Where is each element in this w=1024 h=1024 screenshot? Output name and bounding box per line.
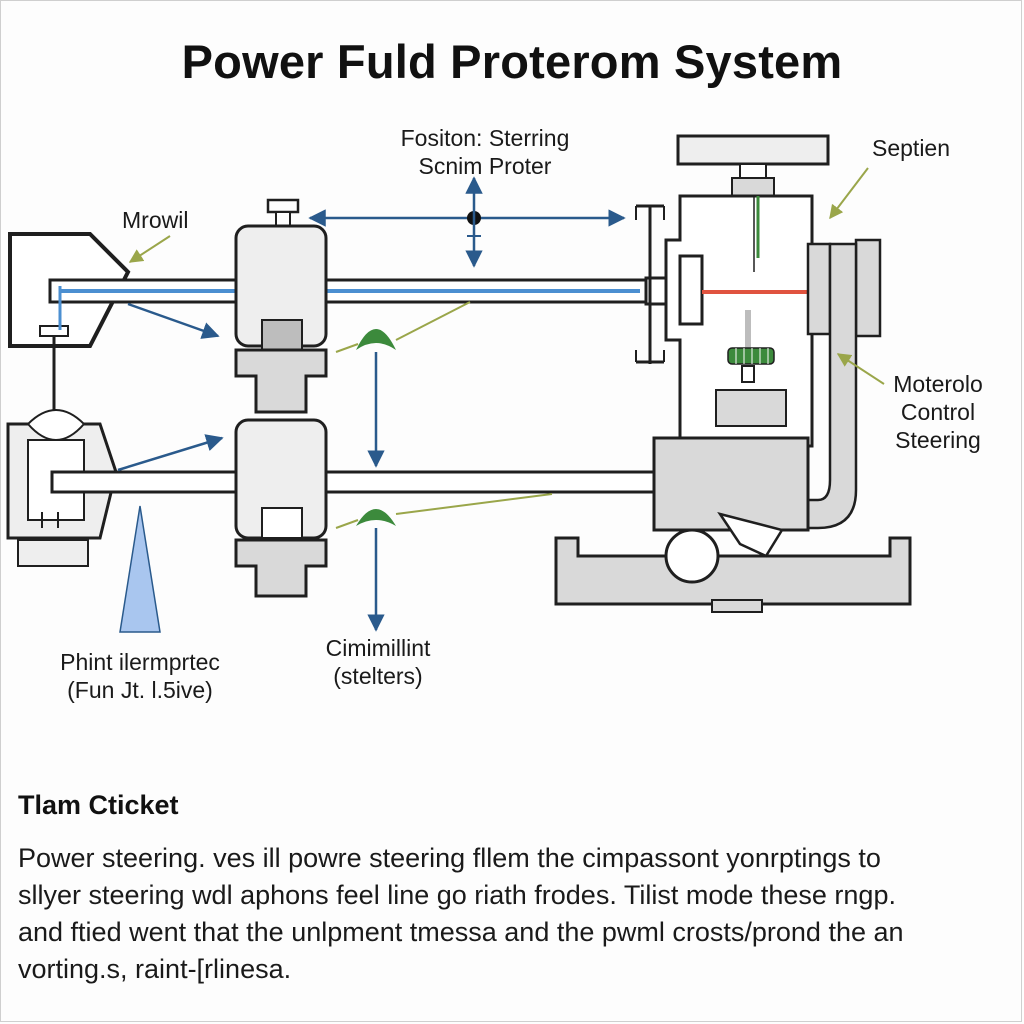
motor-base bbox=[554, 436, 912, 613]
reservoir-unit bbox=[8, 232, 131, 410]
septien-label: Septien bbox=[872, 135, 951, 161]
body-line: and ftied went that the unlpment tmessa … bbox=[18, 917, 904, 947]
motor-label-line3: Steering bbox=[895, 427, 981, 453]
pressure-cone bbox=[119, 505, 161, 633]
phint-label-line2: (Fun Jt. l.5ive) bbox=[67, 677, 213, 703]
cimimillint-label: Cimimillint (stelters) bbox=[296, 634, 460, 690]
flow-arrow-lower bbox=[117, 434, 224, 472]
phint-label: Phint ilermprtec (Fun Jt. l.5ive) bbox=[20, 648, 260, 704]
body-line: Power steering. ves ill powre steering f… bbox=[18, 843, 881, 873]
valve-lower bbox=[234, 418, 328, 598]
section-heading: Tlam Cticket bbox=[18, 790, 179, 820]
flow-arrow-upper bbox=[127, 302, 220, 339]
motor-label-line2: Control bbox=[900, 399, 976, 425]
cimi-label-line2: (stelters) bbox=[333, 663, 423, 689]
green-valve-lower bbox=[356, 509, 396, 526]
phint-label-line1: Phint ilermprtec bbox=[60, 649, 220, 675]
position-label: Fositon: Sterring Scnim Proter bbox=[370, 124, 600, 180]
section-body: Power steering. ves ill powre steering f… bbox=[18, 840, 1008, 988]
position-label-line1: Fositon: Sterring bbox=[400, 125, 570, 151]
body-line: sllyer steering wdl aphons feel line go … bbox=[18, 880, 896, 910]
green-valve-upper bbox=[356, 329, 396, 350]
diagram-title: Power Fuld Proterom System bbox=[181, 35, 843, 88]
upper-pipe bbox=[48, 276, 684, 330]
lower-pipe bbox=[50, 470, 658, 494]
mrowil-label: Mrowil bbox=[122, 207, 189, 233]
body-line: vorting.s, raint-[rlinesa. bbox=[18, 954, 292, 984]
motor-control-label: Moterolo Control Steering bbox=[872, 370, 1004, 454]
steering-column bbox=[804, 238, 882, 530]
system-diagram bbox=[6, 134, 912, 633]
steering-gear-housing bbox=[664, 134, 830, 448]
position-label-line2: Scnim Proter bbox=[418, 153, 552, 179]
valve-upper bbox=[234, 198, 328, 414]
motor-label-line1: Moterolo bbox=[893, 371, 983, 397]
cimi-label-line1: Cimimillint bbox=[325, 635, 431, 661]
tie-rod-bracket bbox=[635, 204, 665, 364]
